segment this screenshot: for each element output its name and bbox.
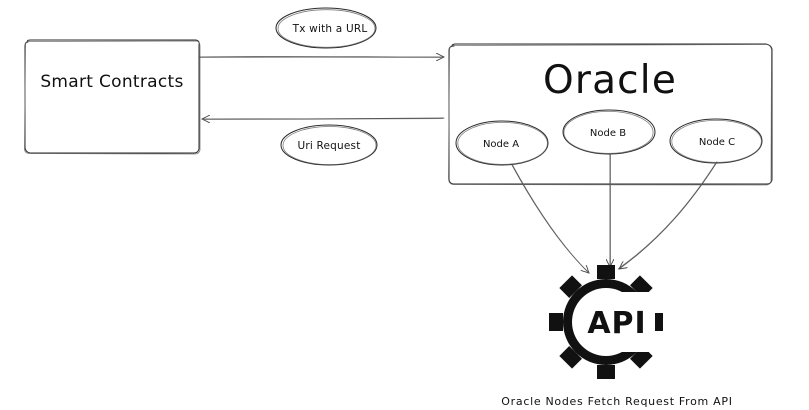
node-a-ellipse (455, 120, 549, 166)
tx-label: Tx with a URL (292, 23, 368, 35)
gear-opening (604, 292, 655, 352)
tx-ellipse (275, 7, 377, 49)
uri-ellipse-group: Uri Request (280, 124, 378, 166)
smart-contracts-box-outline-secondary (24, 40, 201, 155)
tx-ellipse-group: Tx with a URL (275, 7, 377, 49)
uri-ellipse-secondary (282, 126, 377, 165)
arrow-node-c-to-api (619, 161, 718, 269)
oracle-box: Oracle (448, 43, 773, 186)
arrow-node-a-to-api (511, 164, 589, 273)
arrow-uri-to-contracts-secondary (202, 118, 444, 120)
caption-text: Oracle Nodes Fetch Request From API (501, 395, 732, 408)
node-c-label: Node C (699, 137, 735, 148)
smart-contracts-box: Smart Contracts (24, 39, 201, 155)
arrow-node-a-to-api-secondary (512, 164, 589, 273)
tx-ellipse-secondary (277, 9, 376, 48)
api-label: API (587, 306, 646, 341)
oracle-box-outline-secondary (448, 44, 772, 186)
node-a-label: Node A (483, 139, 519, 150)
api-gear-icon: API (549, 265, 663, 379)
node-b-label: Node B (590, 128, 626, 139)
smart-contracts-box-outline (24, 39, 200, 154)
arrow-node-c-to-api-secondary (618, 161, 717, 269)
node-b: Node B (562, 109, 656, 155)
uri-label: Uri Request (297, 140, 360, 152)
node-a-ellipse-secondary (457, 121, 548, 165)
oracle-title: Oracle (543, 58, 677, 103)
node-c: Node C (669, 118, 763, 164)
uri-ellipse (280, 124, 378, 166)
smart-contracts-label: Smart Contracts (40, 72, 183, 92)
gear-teeth (549, 265, 663, 379)
node-b-ellipse-secondary (563, 110, 654, 154)
node-b-ellipse (562, 109, 656, 155)
node-a: Node A (455, 120, 549, 166)
